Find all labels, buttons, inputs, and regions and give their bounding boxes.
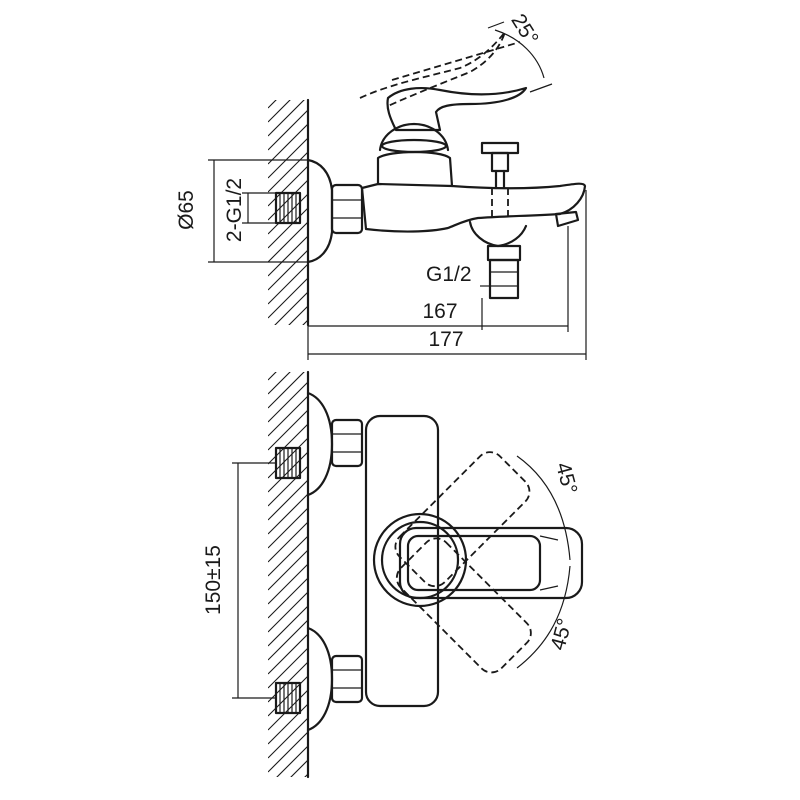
dim-rotation-right: 45°: [547, 616, 577, 653]
top-lever-inner: [406, 534, 542, 592]
side-pipe-thread: [279, 193, 297, 223]
hatch-line: [268, 263, 308, 305]
hatch-line: [268, 123, 308, 165]
dim-outlet-thread: G1/2: [426, 263, 472, 286]
hatch-line: [268, 409, 308, 451]
hatch-line: [268, 137, 308, 179]
side-escutcheon: [306, 158, 334, 264]
hatch-line: [268, 372, 291, 395]
side-cartridge-housing: [376, 150, 454, 188]
side-hex-nut: [330, 183, 364, 235]
side-cartridge-dome: [378, 122, 450, 152]
hatch-line: [304, 773, 308, 777]
side-cartridge-ring: [380, 138, 448, 154]
hatch-line: [268, 372, 305, 409]
top-lever-rotated-down: [395, 537, 532, 674]
hatch-line: [268, 423, 308, 465]
hatch-line: [290, 759, 308, 777]
hatch-line: [268, 326, 308, 366]
top-lever-rotated-up: [394, 451, 531, 588]
hatch-line: [268, 54, 308, 94]
side-view: 25° Ø65 2-G1/2 G1/2 167 177: [175, 10, 587, 374]
angle-arc-25: [494, 29, 545, 79]
side-outlet-thread: [488, 258, 520, 300]
dim-connection: 2-G1/2: [223, 178, 246, 242]
top-nut-lower: [330, 654, 364, 704]
hatch-line: [268, 633, 308, 675]
hatch-line: [268, 479, 308, 521]
hatch-line: [268, 40, 308, 80]
dim-diameter: Ø65: [175, 190, 198, 230]
hatch-line: [302, 319, 308, 325]
hatch-line: [268, 507, 308, 549]
hatch-line: [268, 277, 308, 319]
hatch-line: [268, 703, 308, 745]
hatch-line: [268, 577, 308, 619]
side-lever: [386, 86, 528, 132]
hatch-line: [276, 745, 308, 777]
dim-rotation-left: 45°: [551, 460, 581, 497]
hatch-line: [274, 291, 308, 325]
side-spout-tip: [554, 210, 580, 228]
hatch-line: [288, 305, 308, 325]
top-lever: [398, 526, 584, 600]
dim-lever-tilt: 25°: [506, 10, 542, 49]
hatch-line: [268, 493, 308, 535]
hatch-line: [268, 563, 308, 605]
top-view: 45° 45° 150±15: [202, 312, 584, 800]
angle-arc-45-lower: [516, 565, 571, 669]
hatch-line: [268, 109, 308, 151]
side-outlet-neck: [486, 244, 522, 262]
hatch-line: [268, 249, 308, 291]
hatch-line: [268, 100, 277, 109]
hatch-line: [268, 788, 308, 800]
top-escutcheon-lower: [306, 626, 334, 732]
hatch-line: [268, 221, 308, 263]
hatch-line: [268, 647, 308, 689]
hatch-line: [268, 731, 308, 773]
hatch-line: [268, 165, 308, 207]
hatch-line: [268, 465, 308, 507]
hatch-line: [268, 372, 277, 381]
hatch-line: [268, 381, 308, 423]
hatch-line: [268, 619, 308, 661]
dim-overall-length: 177: [428, 328, 463, 351]
hatch-line: [268, 521, 308, 563]
top-escutcheon-upper: [306, 391, 334, 497]
hatch-line: [268, 312, 308, 352]
hatch-line: [268, 207, 308, 249]
dim-centers: 150±15: [202, 545, 225, 615]
hatch-line: [268, 605, 308, 647]
top-nut-upper: [330, 418, 364, 468]
side-wall-hatch: [268, 40, 308, 374]
hatch-line: [268, 100, 291, 123]
side-body-spout: [360, 182, 587, 233]
top-wall-hatch: [268, 312, 308, 800]
hatch-line: [268, 334, 308, 374]
angle-arc-45-upper: [516, 455, 571, 561]
side-diverter-cap: [480, 141, 520, 155]
hatch-line: [268, 535, 308, 577]
hatch-line: [268, 395, 308, 437]
hatch-line: [268, 717, 308, 759]
top-body: [364, 414, 440, 708]
hatch-line: [268, 100, 305, 137]
hatch-line: [268, 549, 308, 591]
hatch-line: [268, 151, 308, 193]
side-diverter-stem: [490, 151, 510, 173]
dim-spout-reach: 167: [422, 300, 457, 323]
hatch-line: [268, 235, 308, 277]
hatch-line: [268, 591, 308, 633]
side-outlet-bowl: [468, 220, 528, 248]
